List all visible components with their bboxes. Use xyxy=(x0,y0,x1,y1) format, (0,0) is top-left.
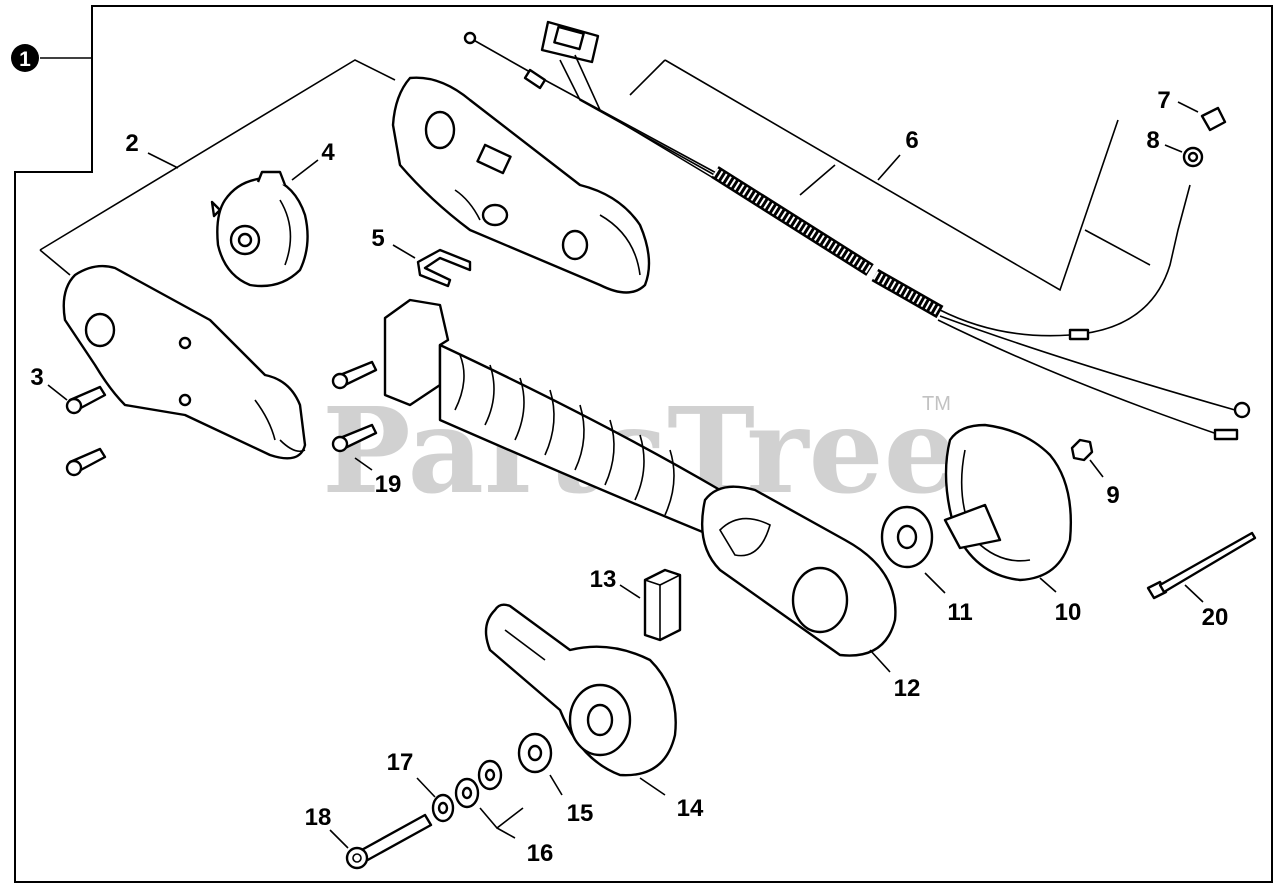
label-19: 19 xyxy=(375,471,402,498)
throttle-housing[interactable] xyxy=(943,423,1072,582)
main-handle[interactable] xyxy=(383,298,897,657)
trademark: TM xyxy=(922,393,951,415)
cable-end-cap[interactable] xyxy=(1200,106,1227,132)
handle-lever[interactable] xyxy=(484,603,677,777)
label-12: 12 xyxy=(894,675,921,702)
rubber-block[interactable] xyxy=(643,568,682,642)
label-2: 2 xyxy=(125,130,138,157)
label-17: 17 xyxy=(387,749,414,776)
throttle-cable-harness[interactable] xyxy=(463,20,1251,441)
washers-part-16[interactable] xyxy=(454,759,503,809)
label-8: 8 xyxy=(1146,127,1159,154)
label-4: 4 xyxy=(321,139,335,166)
washer-part-15[interactable] xyxy=(517,732,553,774)
label-13: 13 xyxy=(590,566,617,593)
cable-tie[interactable] xyxy=(1146,531,1257,600)
bolt-part-18[interactable] xyxy=(345,813,433,870)
label-9: 9 xyxy=(1106,482,1119,509)
label-18: 18 xyxy=(305,804,332,831)
label-10: 10 xyxy=(1055,599,1082,626)
label-3: 3 xyxy=(30,364,43,391)
assembly-number: 1 xyxy=(19,48,31,71)
screws-part-19[interactable] xyxy=(331,360,378,453)
lock-washer-part-17[interactable] xyxy=(431,793,455,823)
label-14: 14 xyxy=(677,795,704,822)
hex-nut[interactable] xyxy=(1070,438,1094,462)
label-5: 5 xyxy=(371,225,384,252)
cable-nut[interactable] xyxy=(1182,146,1204,168)
label-16: 16 xyxy=(527,840,554,867)
label-7: 7 xyxy=(1157,87,1170,114)
diagram-border xyxy=(14,5,1273,883)
spring-clip[interactable] xyxy=(416,248,472,288)
label-11: 11 xyxy=(947,599,972,626)
label-15: 15 xyxy=(567,800,594,827)
label-20: 20 xyxy=(1202,604,1229,631)
switch-housing[interactable] xyxy=(210,170,309,288)
washer-part-11[interactable] xyxy=(880,505,934,569)
screws-part-3[interactable] xyxy=(65,385,107,477)
assembly-callout[interactable]: 1 xyxy=(11,44,92,72)
lower-handle-cover[interactable] xyxy=(62,264,307,460)
label-6: 6 xyxy=(905,127,918,154)
upper-handle-cover[interactable] xyxy=(391,76,651,294)
